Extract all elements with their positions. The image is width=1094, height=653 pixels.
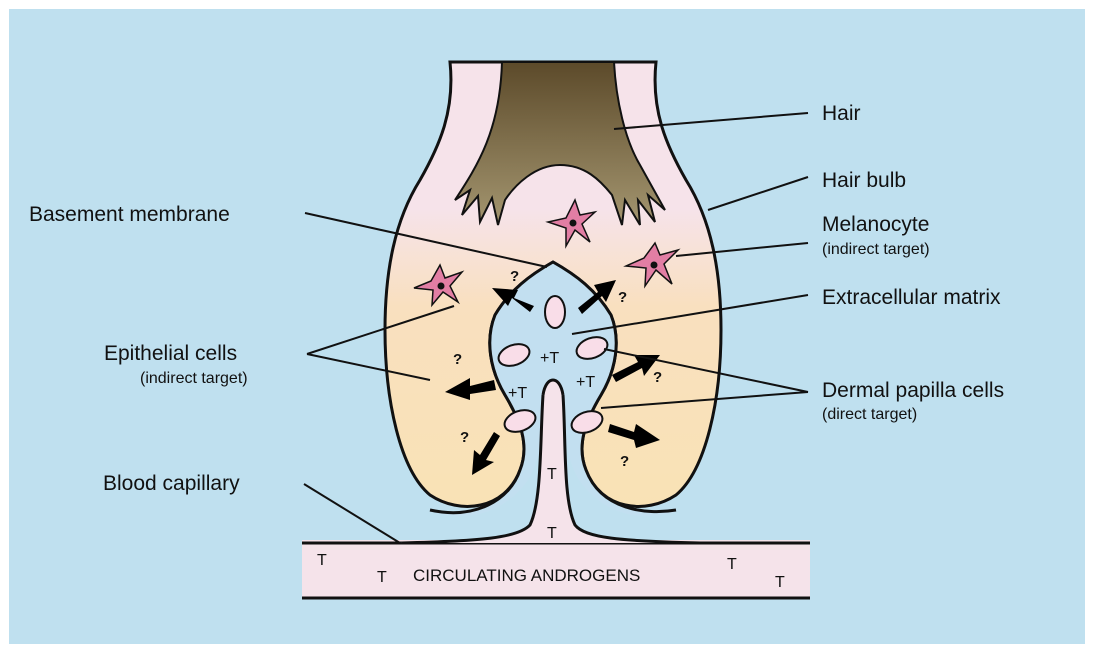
label-basement-membrane: Basement membrane bbox=[29, 203, 230, 226]
svg-text:?: ? bbox=[460, 429, 469, 446]
svg-text:T: T bbox=[317, 552, 327, 569]
svg-text:T: T bbox=[547, 466, 557, 483]
svg-text:?: ? bbox=[620, 453, 629, 470]
svg-text:T: T bbox=[775, 574, 785, 591]
label-melanocyte: Melanocyte bbox=[822, 213, 929, 236]
svg-text:?: ? bbox=[653, 369, 662, 386]
svg-text:T: T bbox=[377, 569, 387, 586]
svg-text:?: ? bbox=[510, 268, 519, 285]
label-circulating-androgens: CIRCULATING ANDROGENS bbox=[413, 566, 640, 585]
label-epithelial-note: (indirect target) bbox=[140, 370, 248, 387]
label-hair: Hair bbox=[822, 102, 861, 125]
svg-text:+T: +T bbox=[508, 385, 527, 402]
label-blood-capillary: Blood capillary bbox=[103, 472, 240, 495]
label-hair-bulb: Hair bulb bbox=[822, 169, 906, 192]
svg-text:?: ? bbox=[453, 351, 462, 368]
label-extracellular-matrix: Extracellular matrix bbox=[822, 286, 1001, 309]
svg-text:T: T bbox=[727, 556, 737, 573]
label-melanocyte-note: (indirect target) bbox=[822, 241, 930, 258]
svg-text:+T: +T bbox=[576, 374, 595, 391]
label-dermal-papilla-note: (direct target) bbox=[822, 406, 917, 423]
svg-text:+T: +T bbox=[540, 350, 559, 367]
label-dermal-papilla-cells: Dermal papilla cells bbox=[822, 379, 1004, 402]
svg-text:?: ? bbox=[618, 289, 627, 306]
label-epithelial-cells: Epithelial cells bbox=[104, 342, 237, 365]
svg-text:T: T bbox=[547, 525, 557, 542]
